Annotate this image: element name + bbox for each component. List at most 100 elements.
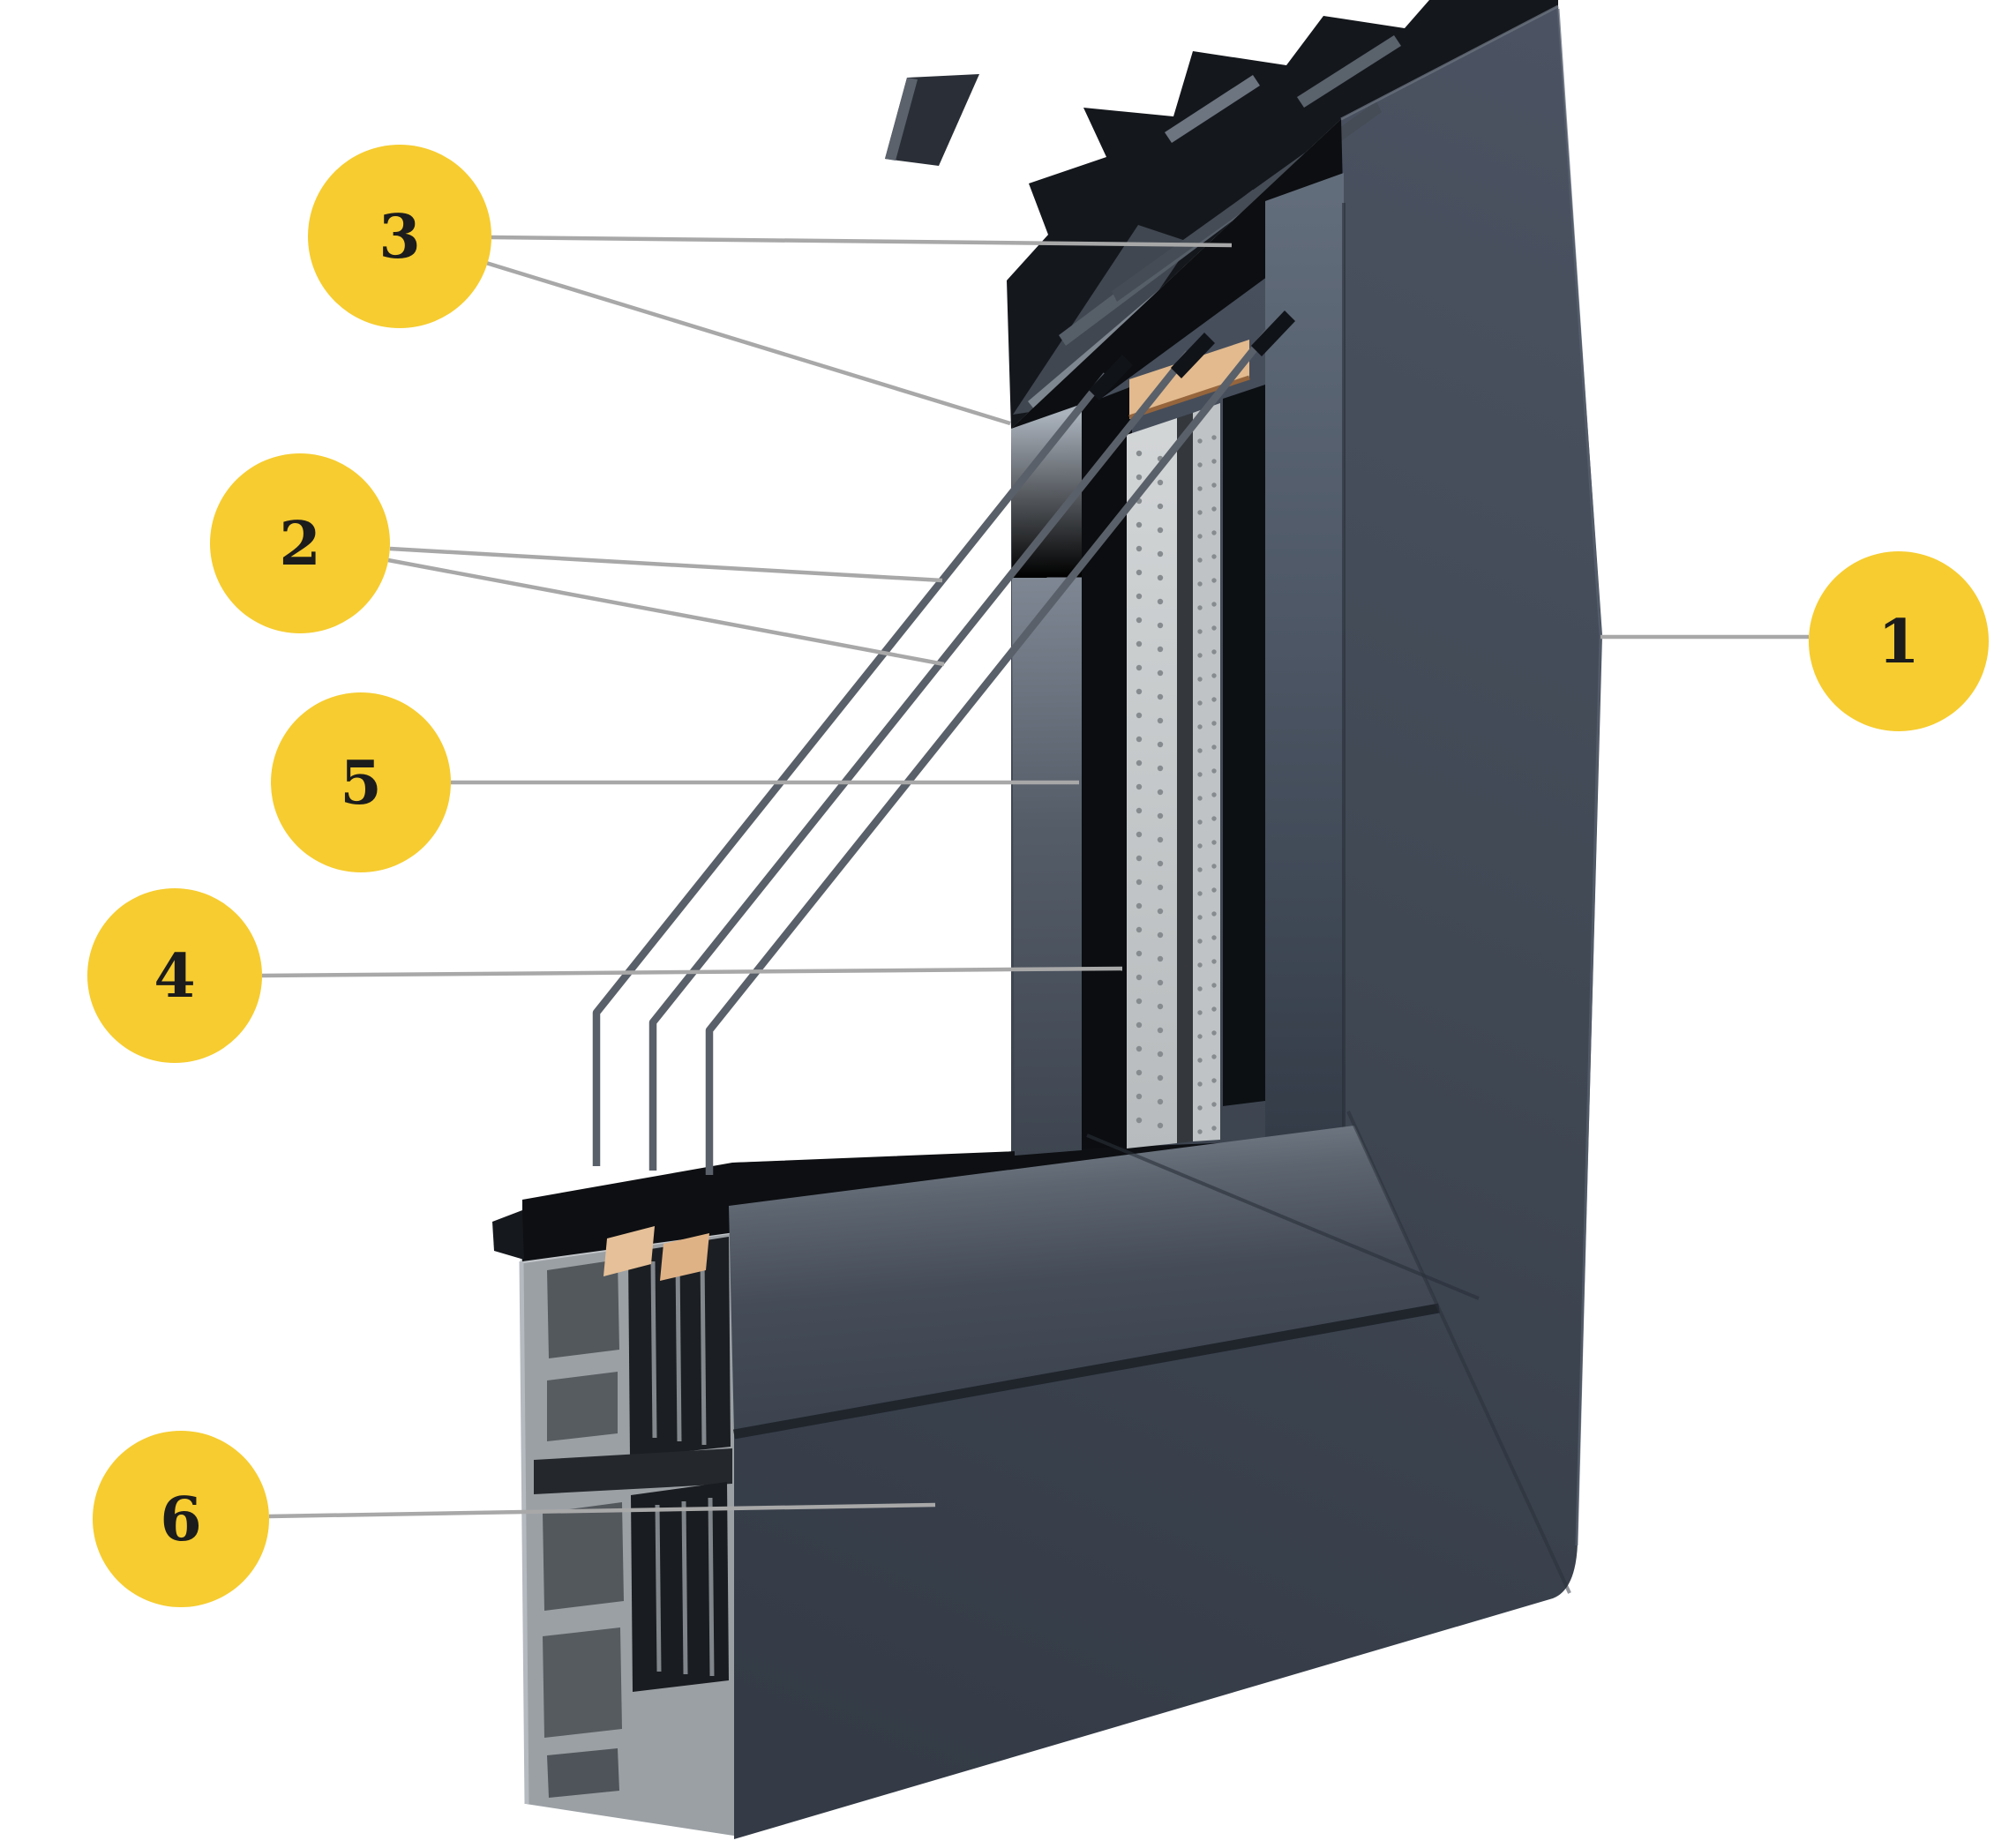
callout-4-number: 4 [154,941,195,1012]
spacer-dot [1157,693,1164,700]
glazing-block-bottom-1 [603,1226,655,1276]
spacer-dot [1136,879,1143,886]
spacer-dot [1136,998,1143,1005]
spacer-dot [1136,640,1143,647]
spacer-dot [1157,1051,1164,1058]
spacer-dot [1197,605,1203,610]
spacer-dot [1197,748,1203,753]
spacer-dot [1157,550,1164,557]
spacer-dot [1136,807,1143,814]
spacer-dot [1197,819,1203,825]
callout-3-badge-sash-profile-hardware-chambers[interactable] [308,145,491,328]
spacer-dot [1136,759,1143,767]
callout-4-badge-glazing-spacer-bar[interactable] [87,888,262,1063]
spacer-dot [1211,506,1217,512]
spacer-dot [1197,986,1203,991]
spacer-dot [1197,510,1203,515]
spacer-dot [1157,598,1164,605]
pane-clamp-3 [1251,310,1295,356]
spacer-dot [1157,979,1164,986]
spacer-dot [1157,741,1164,748]
spacer-dot [1157,479,1164,486]
spacer-dot [1211,602,1217,607]
spacer-dot [1197,534,1203,539]
spacer-dot [1211,864,1217,869]
spacer-dot [1136,974,1143,981]
spacer-dot [1197,867,1203,872]
spacer-dot [1157,1003,1164,1010]
glass-pane-middle [648,350,1192,1171]
spacer-dot [1157,1098,1164,1105]
glass-pane-inner [592,372,1110,1166]
thermal-fin [655,1504,662,1672]
glazing-block-bottom-2 [660,1233,709,1281]
spacer-dot [1136,569,1143,576]
spacer-dot [1211,768,1217,774]
spacer-bar-right [1193,403,1220,1141]
spacer-dot [1136,521,1143,528]
spacer-dot [1197,653,1203,658]
gasket-nub [492,1210,524,1260]
spacer-dot [1211,1054,1217,1059]
frame-reveal-vertical [1265,173,1344,1147]
spacer-dot [1197,1129,1203,1134]
spacer-dot [1157,908,1164,915]
spacer-dot [1136,450,1143,457]
spacer-bar-left [1127,418,1177,1148]
cut-streak-5 [1297,35,1401,108]
spacer-dot [1197,1081,1203,1087]
callout-1-badge-outer-frame-profile[interactable] [1809,551,1989,731]
spacer-dot [1211,625,1217,631]
spacer-dot [1136,545,1143,552]
callout-6-badge-bottom-frame-profile[interactable] [93,1431,269,1607]
pane-top-clamps [1089,310,1295,400]
spacer-dot [1136,902,1143,909]
callout-2-line-1-to-triple-glazing-panes [389,546,943,583]
callout-2-number: 2 [279,509,320,580]
spacer-dot [1211,1006,1217,1012]
spacer-dot [1211,935,1217,940]
cut-chamber-3 [543,1502,624,1611]
cut-streak-4 [1165,75,1260,143]
spacer-dot [1136,736,1143,743]
spacer-dot [1136,593,1143,600]
spacer-dot [1157,789,1164,796]
spacer-dot [1197,843,1203,849]
spacer-dot [1211,554,1217,559]
spacer-dot [1211,578,1217,583]
cut-edge-highlight-left [519,1261,529,1805]
spacer-dot [1157,1122,1164,1129]
spacer-dot [1197,939,1203,944]
spacer-dot [1157,884,1164,891]
spacer-dot [1157,646,1164,653]
callout-5-badge-glazing-gasket[interactable] [271,692,451,872]
spacer-dot [1157,955,1164,962]
spacer-dot [1211,649,1217,655]
frame-miter-seam [1346,1111,1571,1594]
pane-clamp-2 [1171,333,1215,378]
callout-3-number: 3 [379,202,420,273]
spacer-dot [1136,1021,1143,1029]
spacer-dot [1136,926,1143,933]
spacer-dot [1211,887,1217,893]
thermal-fin [700,1253,707,1446]
outer-pane-edge-shadow [1223,385,1265,1106]
cut-chamber-2 [547,1372,618,1441]
spacer-dot [1136,688,1143,695]
spacer-dot [1197,629,1203,634]
callout-5-number: 5 [340,748,381,819]
spacer-dot [1211,697,1217,702]
glazing-pocket-column [1082,386,1132,1152]
callout-2-badge-triple-glazing-panes[interactable] [210,453,390,633]
spacer-dot [1136,617,1143,624]
glass-pane-outer [705,328,1272,1175]
spacer-dot [1197,677,1203,682]
spacer-dot [1136,855,1143,862]
spacer-dot [1136,664,1143,671]
bottom-profile-cut-face [519,1228,740,1837]
spacer-dot [1211,983,1217,988]
glazing-spacer-bars [1127,403,1220,1148]
spacer-dot [1211,1102,1217,1107]
spacer-dot [1197,891,1203,896]
